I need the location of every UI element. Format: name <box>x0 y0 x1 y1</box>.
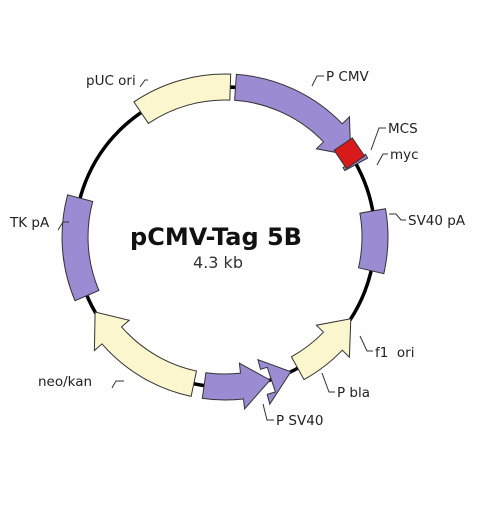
feature-p-sv40 <box>201 362 271 411</box>
feature-mcs <box>333 137 366 170</box>
feature-f1-ori <box>290 318 352 381</box>
feature-tk-pa <box>61 194 100 302</box>
label-p-cmv: P CMV <box>326 69 370 85</box>
label-myc: myc <box>390 147 419 163</box>
feature-neo-kan <box>93 311 198 397</box>
label-tk-pa: TK pA <box>9 215 50 231</box>
plasmid-size: 4.3 kb <box>193 253 243 272</box>
leader-neo-kan <box>111 380 124 389</box>
label-sv40-pa: SV40 pA <box>408 213 466 229</box>
leader-puc-ori <box>139 79 148 88</box>
label-p-sv40: P SV40 <box>276 413 323 429</box>
leader-mcs <box>370 127 386 151</box>
feature-p-cmv <box>234 73 352 156</box>
feature-puc-ori <box>133 73 232 125</box>
label-mcs: MCS <box>388 121 418 137</box>
feature-p-bla <box>257 358 292 406</box>
leader-tk-pa <box>57 221 69 231</box>
leader-p-bla <box>321 372 335 393</box>
label-neo-kan: neo/kan <box>38 374 92 390</box>
leader-p-sv40 <box>262 403 274 421</box>
plasmid-name: pCMV-Tag 5B <box>130 223 302 251</box>
feature-sv40-pa <box>357 208 389 275</box>
leader-f1-ori <box>359 335 373 352</box>
leader-p-cmv <box>311 75 324 87</box>
label-f1-ori: f1 ori <box>375 345 415 361</box>
label-puc-ori: pUC ori <box>86 73 136 89</box>
label-p-bla: P bla <box>337 385 370 401</box>
leader-sv40-pa <box>389 213 406 221</box>
leader-myc <box>376 153 388 166</box>
